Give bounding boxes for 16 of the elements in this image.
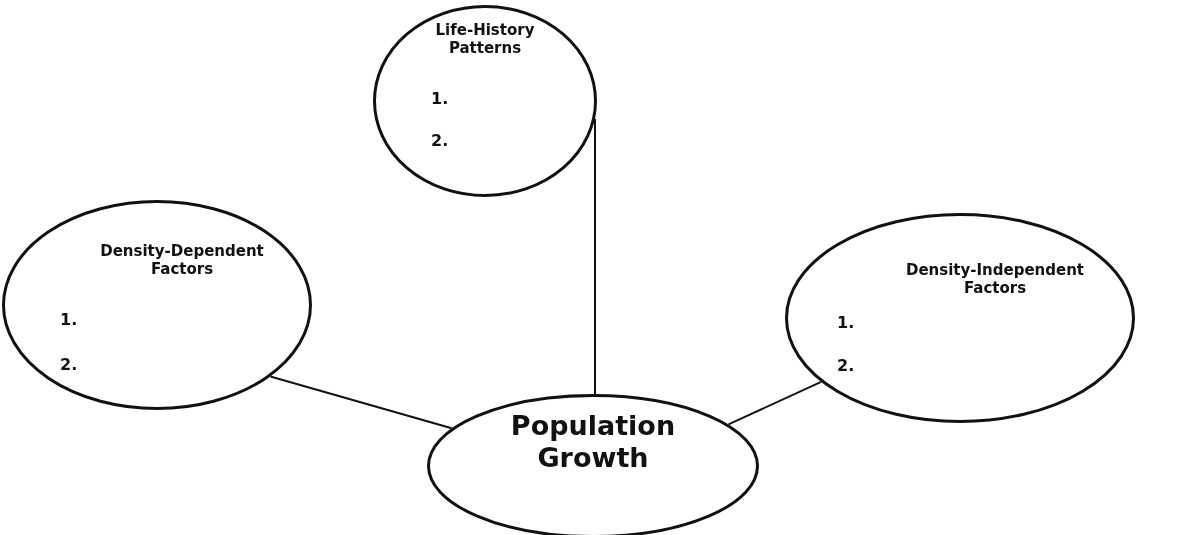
oval-node	[2, 200, 312, 410]
connector-line	[269, 375, 453, 430]
connector-line	[727, 380, 823, 426]
oval-node	[373, 5, 597, 197]
node-title: Population Growth	[509, 410, 677, 475]
list-number: 2.	[431, 131, 450, 151]
oval-node	[785, 213, 1135, 423]
connector-line	[594, 118, 596, 395]
node-title: Density-Independent Factors	[904, 261, 1086, 297]
list-number: 2.	[60, 355, 79, 375]
node-title: Life-History Patterns	[434, 21, 536, 57]
list-number: 2.	[837, 356, 856, 376]
node-title: Density-Dependent Factors	[99, 242, 265, 278]
list-number: 1.	[837, 313, 856, 333]
list-number: 1.	[431, 89, 450, 109]
list-number: 1.	[60, 310, 79, 330]
